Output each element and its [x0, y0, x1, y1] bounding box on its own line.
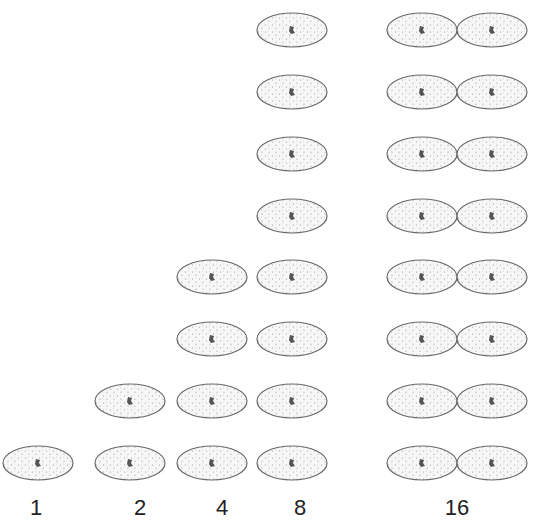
- cell-nucleus: [127, 459, 133, 467]
- cell: [457, 137, 527, 171]
- cell-nucleus: [419, 150, 425, 158]
- cell: [177, 446, 247, 480]
- cell: [257, 75, 327, 109]
- cell-membrane: [387, 137, 457, 171]
- cell-membrane: [387, 446, 457, 480]
- cell-membrane: [457, 199, 527, 233]
- cell: [387, 199, 457, 233]
- cell-nucleus: [489, 88, 495, 96]
- cell: [177, 322, 247, 356]
- cell: [457, 199, 527, 233]
- cell-membrane: [257, 260, 327, 294]
- cell: [257, 384, 327, 418]
- cell: [95, 446, 165, 480]
- cell: [177, 260, 247, 294]
- cell-nucleus: [489, 212, 495, 220]
- cell-membrane: [257, 75, 327, 109]
- cell: [3, 446, 73, 480]
- cell-membrane: [387, 384, 457, 418]
- cell-membrane: [457, 260, 527, 294]
- cell-membrane: [177, 322, 247, 356]
- cell-nucleus: [489, 397, 495, 405]
- cell: [387, 137, 457, 171]
- cell: [387, 446, 457, 480]
- cell-nucleus: [489, 273, 495, 281]
- cell: [257, 137, 327, 171]
- cell: [457, 75, 527, 109]
- cell-membrane: [457, 446, 527, 480]
- cell-nucleus: [419, 397, 425, 405]
- cell-nucleus: [289, 397, 295, 405]
- cell-nucleus: [419, 212, 425, 220]
- cell-count: 8: [294, 497, 306, 519]
- cell-membrane: [387, 199, 457, 233]
- cell-membrane: [457, 75, 527, 109]
- cell-nucleus: [289, 88, 295, 96]
- cell-count: 1: [30, 497, 42, 519]
- cell-nucleus: [289, 26, 295, 34]
- cell-nucleus: [419, 88, 425, 96]
- cell: [457, 322, 527, 356]
- cell-nucleus: [489, 459, 495, 467]
- cell-count: 2: [134, 497, 146, 519]
- cell: [387, 384, 457, 418]
- cell-count: 16: [445, 497, 469, 519]
- cell-membrane: [387, 260, 457, 294]
- cell-nucleus: [209, 459, 215, 467]
- cell-count: 4: [216, 497, 228, 519]
- cell: [257, 446, 327, 480]
- cell: [387, 75, 457, 109]
- cell-nucleus: [289, 212, 295, 220]
- cell-membrane: [177, 446, 247, 480]
- cell-membrane: [457, 384, 527, 418]
- cell-nucleus: [289, 273, 295, 281]
- cell: [457, 13, 527, 47]
- cell-membrane: [257, 446, 327, 480]
- cell: [457, 260, 527, 294]
- cell-membrane: [177, 384, 247, 418]
- cell-membrane: [387, 322, 457, 356]
- cell-membrane: [95, 446, 165, 480]
- cell-nucleus: [419, 335, 425, 343]
- cell-nucleus: [209, 397, 215, 405]
- cell-nucleus: [127, 397, 133, 405]
- cell-nucleus: [419, 273, 425, 281]
- cell-membrane: [457, 13, 527, 47]
- cell: [177, 384, 247, 418]
- cell-membrane: [95, 384, 165, 418]
- cell: [387, 322, 457, 356]
- cell-nucleus: [289, 459, 295, 467]
- cell-membrane: [387, 75, 457, 109]
- cell: [457, 446, 527, 480]
- cell-membrane: [257, 199, 327, 233]
- cell-nucleus: [209, 273, 215, 281]
- cell-nucleus: [289, 150, 295, 158]
- cell: [257, 322, 327, 356]
- cell: [387, 260, 457, 294]
- cell-membrane: [257, 384, 327, 418]
- cell-nucleus: [209, 335, 215, 343]
- cell: [257, 13, 327, 47]
- cell-membrane: [3, 446, 73, 480]
- cell-nucleus: [35, 459, 41, 467]
- cell: [257, 199, 327, 233]
- cell-nucleus: [489, 26, 495, 34]
- cell: [95, 384, 165, 418]
- cell-nucleus: [489, 150, 495, 158]
- cell: [257, 260, 327, 294]
- cell-nucleus: [489, 335, 495, 343]
- cell-membrane: [177, 260, 247, 294]
- cell: [387, 13, 457, 47]
- cell-membrane: [257, 137, 327, 171]
- cell-membrane: [387, 13, 457, 47]
- cell-nucleus: [289, 335, 295, 343]
- cell-membrane: [457, 137, 527, 171]
- cell-membrane: [457, 322, 527, 356]
- cell-nucleus: [419, 26, 425, 34]
- cell-membrane: [257, 322, 327, 356]
- cell-nucleus: [419, 459, 425, 467]
- cell: [457, 384, 527, 418]
- cell-membrane: [257, 13, 327, 47]
